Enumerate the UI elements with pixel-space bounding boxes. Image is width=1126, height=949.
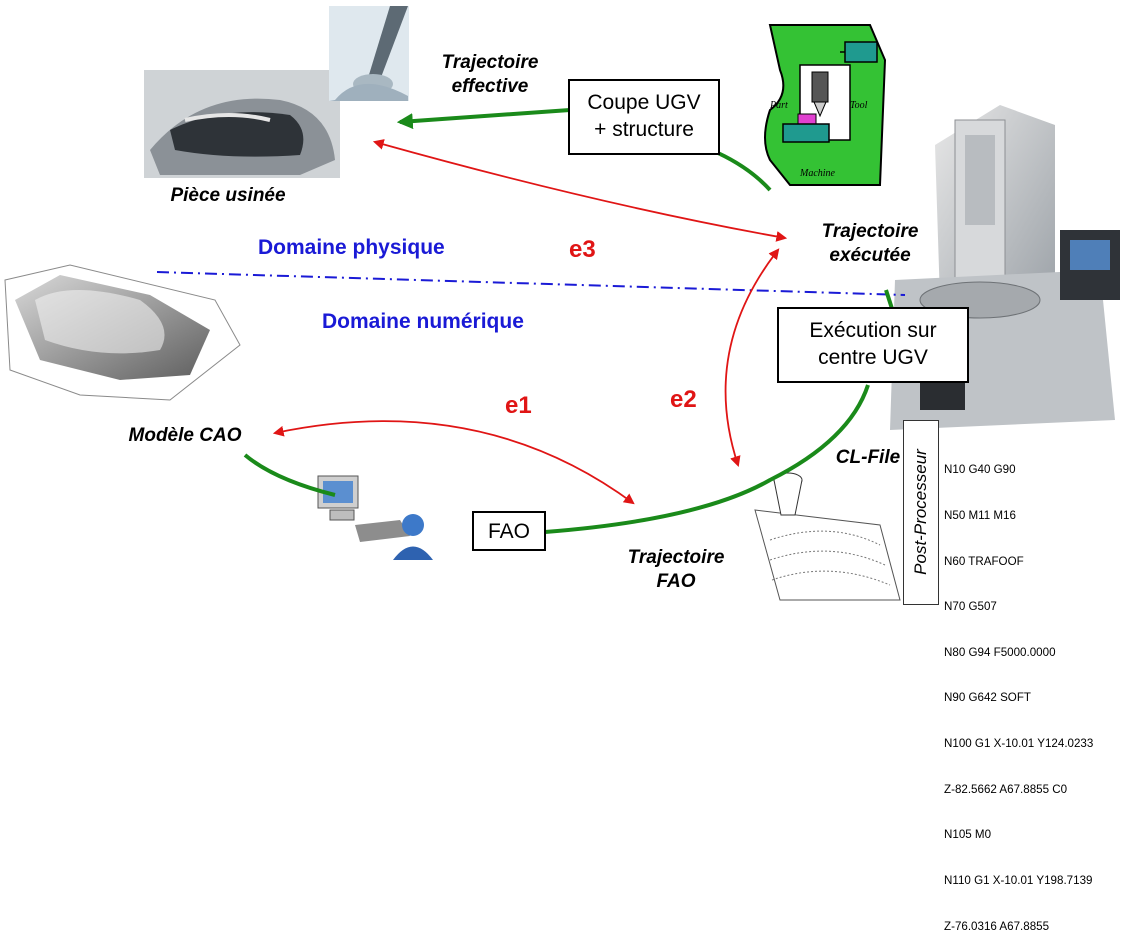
domain-separator-line [156,271,906,296]
flow-fao-to-execution [544,384,870,534]
code-line: Z-82.5662 A67.8855 C0 [944,782,1068,796]
fao-box: FAO [472,511,546,551]
machine-schematic: Part Tool Machine [764,24,887,186]
diagram-canvas: Part Tool Machine [4,6,1120,601]
label-trajectoire-fao: Trajectoire FAO [606,546,746,594]
arrow-e2 [724,248,780,468]
code-line: N50 M11 M16 [944,509,1016,523]
box-line: + structure [594,118,694,141]
domain-physique-label: Domaine physique [258,236,445,259]
label-line: FAO [656,571,696,592]
part-label: Part [769,100,788,111]
label-modele-cao: Modèle CAO [128,425,242,446]
code-line: N70 G507 [944,600,997,614]
toolpath-sketch [754,472,901,601]
code-line: N80 G94 F5000.0000 [944,645,1056,659]
label-line: Trajectoire [627,547,725,568]
error-e2-label: e2 [670,386,697,413]
code-line: N110 G1 X-10.01 Y198.7139 [944,873,1093,887]
label-line: Trajectoire [821,221,919,242]
arrow-e1 [272,420,635,505]
tool-label: Tool [850,100,868,111]
label-cl-file: CL-File [835,447,901,468]
flow-coupe-to-effective [396,108,571,130]
milling-tool-image [329,6,409,101]
box-line: centre UGV [818,346,928,369]
label-line: effective [451,76,529,97]
label-piece-usinee: Pièce usinée [170,185,286,206]
label-line: exécutée [829,245,911,266]
box-line: Exécution sur [809,319,937,342]
arrow-e3 [372,139,788,242]
code-line: N60 TRAFOOF [944,554,1024,568]
domain-numerique-label: Domaine numérique [322,310,524,333]
nc-code-listing: N10 G40 G90 N50 M11 M16 N60 TRAFOOF N70 … [944,432,1093,949]
error-e3-label: e3 [569,236,596,263]
execution-ugv-box: Exécution sur centre UGV [777,307,969,383]
post-processor-box [903,420,939,605]
code-line: Z-76.0316 A67.8855 [944,919,1050,933]
box-line: Coupe UGV [587,91,701,114]
code-line: N100 G1 X-10.01 Y124.0233 [944,737,1094,751]
machined-part-image [144,70,340,178]
coupe-ugv-box: Coupe UGV + structure [568,79,720,155]
flow-machine-to-coupe [717,151,772,192]
label-trajectoire-effective: Trajectoire effective [420,51,560,99]
computer-user-icon [317,475,433,560]
machine-label: Machine [799,168,836,179]
post-processor-label: Post-Processeur [911,449,930,575]
code-line: N105 M0 [944,828,992,842]
code-line: N10 G40 G90 [944,463,1016,477]
cad-model-image [4,264,241,401]
error-e1-label: e1 [505,392,532,419]
label-line: Trajectoire [441,52,539,73]
code-line: N90 G642 SOFT [944,691,1031,705]
label-trajectoire-executee: Trajectoire exécutée [800,220,940,268]
